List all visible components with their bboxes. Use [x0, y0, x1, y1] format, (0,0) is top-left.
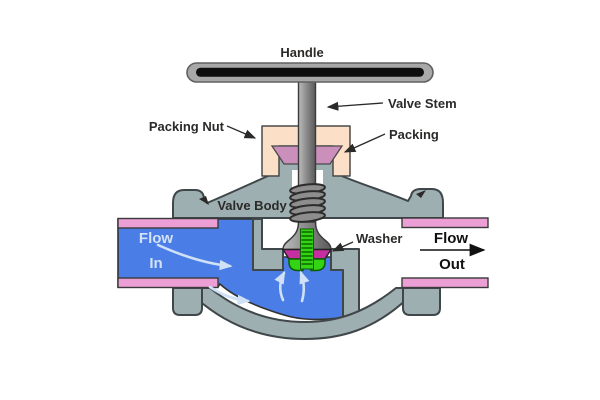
flange-inlet-bottom	[117, 277, 219, 289]
handle-label: Handle	[280, 45, 323, 60]
flow-arrow-up-right	[299, 270, 310, 303]
packing-label: Packing	[389, 127, 439, 142]
flange-outlet-bottom	[401, 277, 489, 289]
flow-arrow-up-left	[274, 270, 286, 302]
valve-seat-left	[252, 218, 284, 271]
flow-arrow-inlet	[156, 243, 233, 271]
valve-body-leg-left	[172, 287, 203, 316]
valve-stem-label: Valve Stem	[388, 96, 457, 111]
flow-in-label-line1: Flow	[139, 230, 173, 247]
leader-washer	[331, 241, 354, 252]
valve-body-label: Valve Body	[217, 198, 287, 213]
disc-screw-threads	[301, 231, 313, 265]
flow-in-label-line2: In	[149, 255, 162, 272]
leader-packing	[343, 133, 386, 153]
valve-body-pointer-right	[416, 190, 426, 198]
flow-out-label-line1: Flow	[434, 230, 468, 247]
disc-screw	[300, 228, 314, 270]
washer-label: Washer	[356, 231, 402, 246]
flange-outlet-top	[401, 217, 489, 229]
flow-arrow-bowl	[208, 285, 251, 306]
valve-body-leg-right	[402, 287, 441, 316]
flange-inlet-top	[117, 217, 219, 229]
stem-threads	[289, 183, 326, 223]
handle-grip	[196, 67, 424, 77]
valve-body-pointer-left	[199, 196, 209, 205]
leader-valve-stem	[326, 101, 384, 111]
leader-packing-nut	[226, 125, 257, 139]
flow-out-label-line2: Out	[439, 256, 465, 273]
packing-nut-label: Packing Nut	[149, 119, 225, 134]
